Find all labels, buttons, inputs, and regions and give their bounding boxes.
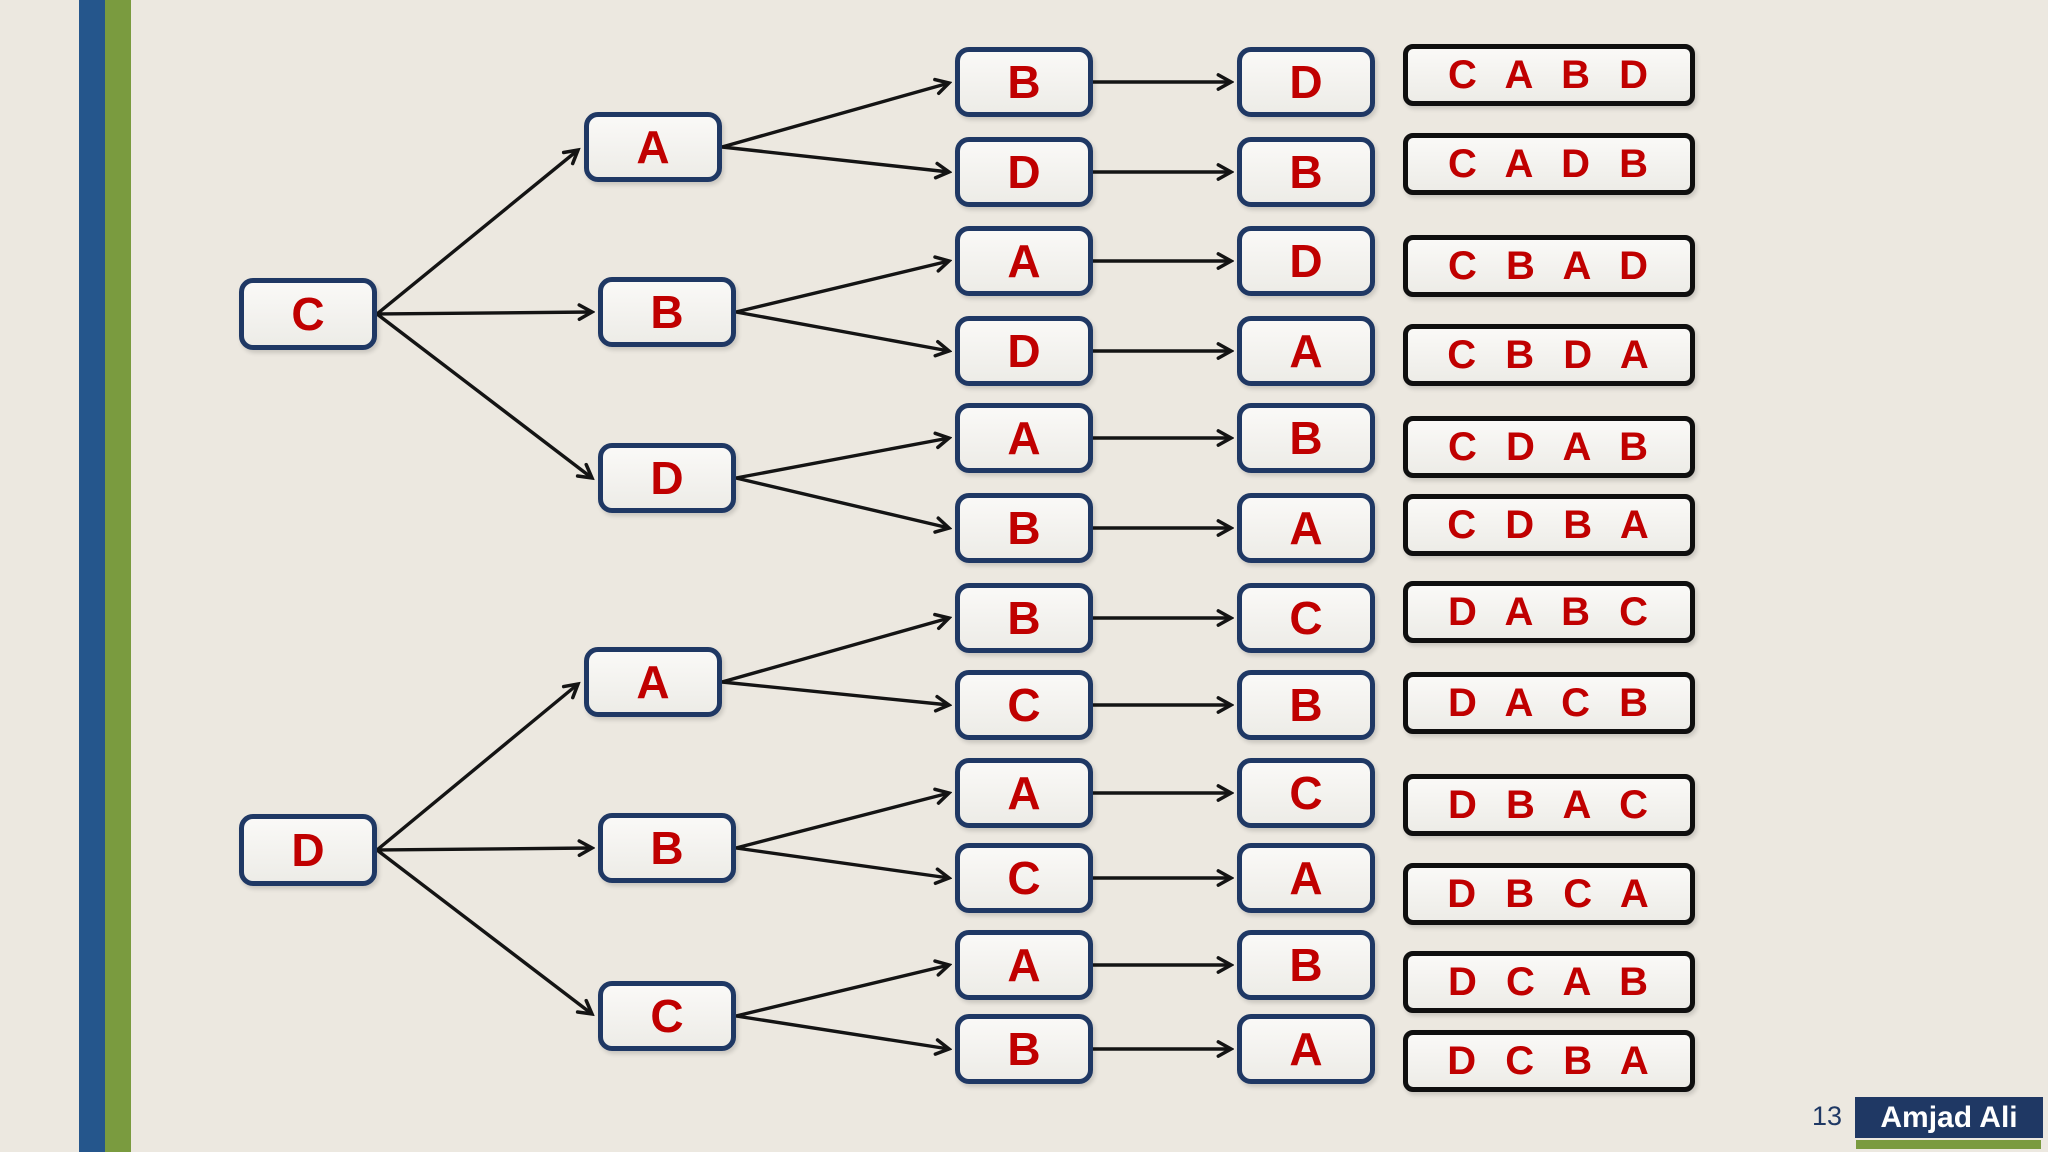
tree-d-level4-node: A	[1237, 843, 1375, 913]
tree-d-level3-node: A	[955, 758, 1093, 828]
permutation-result-box: C A D B	[1403, 133, 1695, 195]
permutation-result-box: D C B A	[1403, 1030, 1695, 1092]
author-badge: Amjad Ali	[1855, 1097, 2043, 1138]
tree-d-level4-node: A	[1237, 1014, 1375, 1084]
tree-c-level3-node: B	[955, 493, 1093, 563]
tree-d-level3-node: C	[955, 843, 1093, 913]
permutation-result-box: C B A D	[1403, 235, 1695, 297]
tree-c-level3-node: D	[955, 137, 1093, 207]
permutation-result-box: D A B C	[1403, 581, 1695, 643]
tree-c-level4-node: D	[1237, 47, 1375, 117]
tree-c-level3-node: D	[955, 316, 1093, 386]
author-name: Amjad Ali	[1880, 1100, 2018, 1134]
tree-d-level4-node: B	[1237, 930, 1375, 1000]
tree-d-level3-node: B	[955, 583, 1093, 653]
tree-c-level4-node: D	[1237, 226, 1375, 296]
permutation-result-box: C D B A	[1403, 494, 1695, 556]
tree-d-level3-node: C	[955, 670, 1093, 740]
tree-d-level2-node: A	[584, 647, 722, 717]
tree-d-root-node: D	[239, 814, 377, 886]
tree-c-level4-node: A	[1237, 493, 1375, 563]
permutation-result-box: D B C A	[1403, 863, 1695, 925]
tree-c-level3-node: A	[955, 403, 1093, 473]
tree-c-root-node: C	[239, 278, 377, 350]
author-underline	[1856, 1140, 2041, 1149]
permutation-result-box: C B D A	[1403, 324, 1695, 386]
permutation-result-box: D B A C	[1403, 774, 1695, 836]
tree-c-level2-node: A	[584, 112, 722, 182]
left-accent-bar-green	[105, 0, 131, 1152]
tree-c-level4-node: B	[1237, 403, 1375, 473]
tree-d-level3-node: B	[955, 1014, 1093, 1084]
tree-c-level4-node: B	[1237, 137, 1375, 207]
tree-c-level4-node: A	[1237, 316, 1375, 386]
tree-d-level3-node: A	[955, 930, 1093, 1000]
permutation-result-box: D A C B	[1403, 672, 1695, 734]
tree-d-level4-node: C	[1237, 583, 1375, 653]
tree-c-level2-node: B	[598, 277, 736, 347]
tree-d-level2-node: C	[598, 981, 736, 1051]
permutation-result-box: D C A B	[1403, 951, 1695, 1013]
permutation-result-box: C D A B	[1403, 416, 1695, 478]
tree-c-level3-node: B	[955, 47, 1093, 117]
tree-c-level2-node: D	[598, 443, 736, 513]
left-accent-bar-blue	[79, 0, 105, 1152]
permutation-result-box: C A B D	[1403, 44, 1695, 106]
tree-c-level3-node: A	[955, 226, 1093, 296]
tree-d-level4-node: B	[1237, 670, 1375, 740]
tree-d-level2-node: B	[598, 813, 736, 883]
tree-d-level4-node: C	[1237, 758, 1375, 828]
page-number: 13	[1812, 1101, 1843, 1131]
